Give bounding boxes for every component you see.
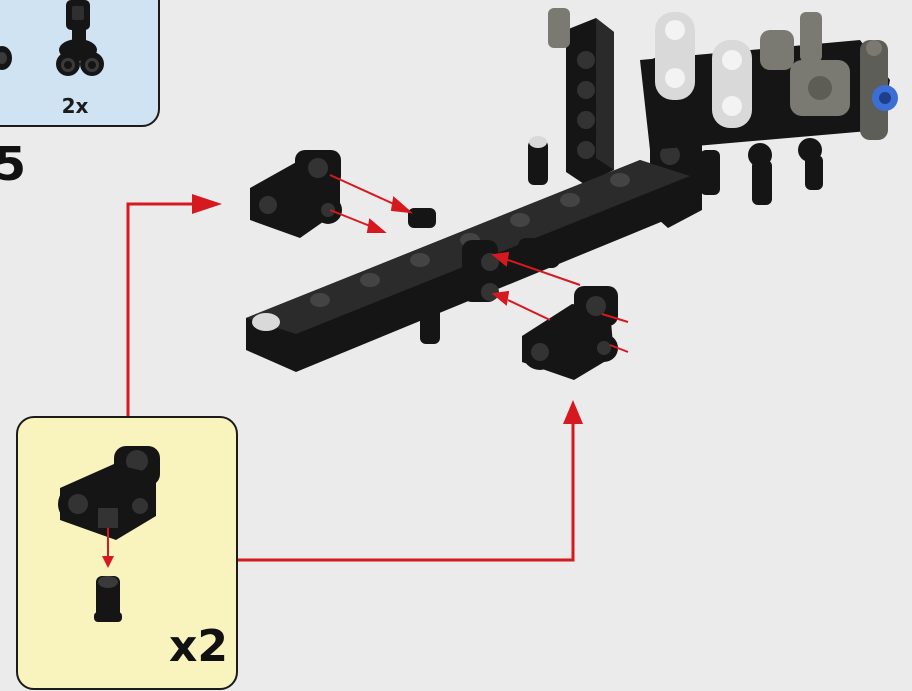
flow-line-right: [238, 424, 575, 562]
parts-callout-graphics: [0, 0, 104, 76]
insertion-arrows: [329, 174, 629, 353]
cross-axle-connector-icon: [56, 0, 104, 76]
step-number: 5: [0, 138, 30, 190]
subassembly-graphics: [58, 446, 160, 622]
connector-part-right: [522, 286, 618, 380]
top-mechanism: [548, 8, 898, 205]
flow-line-left: [126, 202, 192, 420]
arrowhead-right-icon: [192, 194, 222, 214]
subassembly-multiplier: x2: [169, 621, 228, 672]
step-number-text: 5: [0, 138, 27, 190]
connector-part-left: [250, 150, 342, 238]
arrowhead-up-icon: [563, 400, 583, 424]
upright-beam-left: [566, 18, 614, 184]
flow-arrows: [126, 202, 575, 562]
parts-quantity-label: 2x: [61, 94, 89, 118]
side-pins: [408, 208, 560, 302]
connector-with-pin-icon: [58, 446, 160, 622]
subassembly-callout: [16, 416, 238, 690]
